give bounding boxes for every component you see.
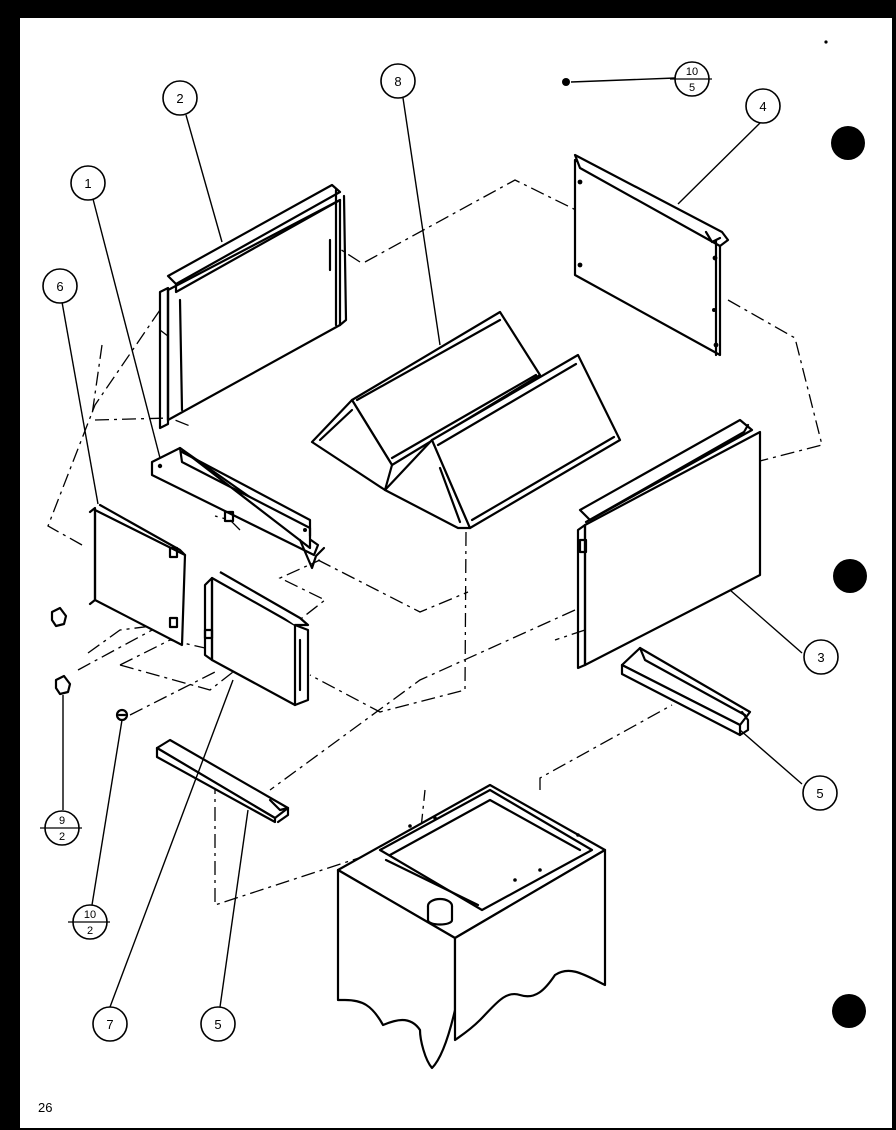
base-unit [336, 783, 607, 1070]
fraction-callout-9-2: 9 2 [40, 810, 82, 846]
fraction-callout-10-2: 10 2 [68, 904, 110, 940]
fraction-numerator: 10 [84, 909, 96, 921]
page-number: 26 [38, 1100, 52, 1115]
callout-label: 2 [176, 91, 183, 106]
callout-4: 4 [745, 88, 781, 124]
part-5-bottom-rail [155, 738, 290, 824]
callout-label: 1 [84, 176, 91, 191]
callout-3: 3 [803, 639, 839, 675]
binder-hole-icon [831, 126, 865, 160]
callout-label: 5 [816, 786, 823, 801]
binder-hole-icon [833, 559, 867, 593]
callout-1: 1 [70, 165, 106, 201]
part-7-small-panel [203, 571, 310, 707]
callout-label: 6 [56, 279, 63, 294]
part-1-top-rail [150, 446, 326, 570]
callout-7: 7 [92, 1006, 128, 1042]
callout-label: 3 [817, 650, 824, 665]
part-3-front-panel [576, 418, 762, 670]
callout-label: 4 [759, 99, 766, 114]
callout-5-right: 5 [802, 775, 838, 811]
callout-6: 6 [42, 268, 78, 304]
fraction-numerator: 10 [686, 66, 698, 78]
leader-lines [61, 77, 803, 1008]
fraction-denominator: 5 [689, 82, 695, 94]
callout-2: 2 [162, 80, 198, 116]
binder-hole-icon [832, 994, 866, 1028]
callout-label: 5 [214, 1017, 221, 1032]
fraction-denominator: 2 [87, 925, 93, 937]
screws [50, 78, 570, 722]
fraction-denominator: 2 [59, 831, 65, 843]
part-4-right-panel [573, 153, 730, 357]
part-5-right-rail [620, 646, 752, 737]
callout-label: 7 [106, 1017, 113, 1032]
part-6-small-panel [88, 503, 235, 647]
speck [824, 40, 828, 44]
part-8-filter [310, 310, 622, 530]
fraction-numerator: 9 [59, 815, 65, 827]
callout-5-bottom: 5 [200, 1006, 236, 1042]
part-2-left-panel [158, 183, 348, 430]
fraction-callout-10-5: 10 5 [670, 61, 712, 97]
callout-label: 8 [394, 74, 401, 89]
callout-8: 8 [380, 63, 416, 99]
